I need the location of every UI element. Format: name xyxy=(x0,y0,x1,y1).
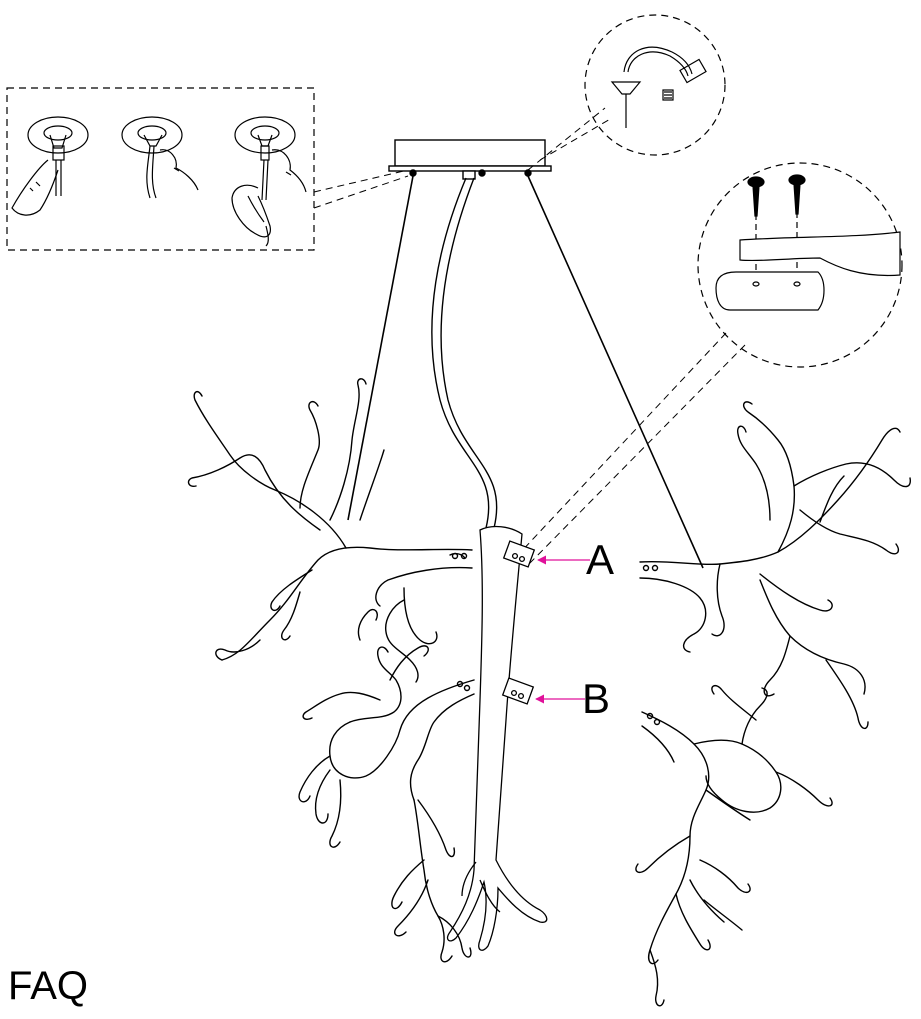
power-cord xyxy=(431,177,498,529)
clamp-leader-lines xyxy=(527,107,613,171)
screw-bracket-detail xyxy=(697,162,903,368)
bracket-leader-lines xyxy=(517,332,746,566)
bracket-b xyxy=(501,677,535,705)
branch-lower-right xyxy=(635,684,833,1007)
canopy-step-2-icon xyxy=(121,116,199,199)
left-suspension-wire xyxy=(347,175,414,521)
central-trunk xyxy=(446,525,548,951)
label-a: A xyxy=(586,536,614,583)
canopy-install-detail xyxy=(6,87,315,251)
canopy-step-3-icon xyxy=(231,116,307,247)
bracket-a xyxy=(502,540,536,568)
screw-bracket-detail-icon xyxy=(715,174,901,311)
callout-b: B xyxy=(535,675,610,722)
ceiling-canopy xyxy=(388,139,552,180)
suspension-wires xyxy=(347,175,704,569)
branch-lower-left xyxy=(298,608,475,963)
label-b: B xyxy=(582,675,610,722)
canopy-step-1-icon xyxy=(11,116,89,216)
faq-heading[interactable]: FAQ xyxy=(8,964,89,1008)
branch-upper-left xyxy=(187,378,473,683)
callout-a: A xyxy=(537,536,614,583)
cable-clamp-detail xyxy=(584,14,726,156)
cable-clamp-detail-icon xyxy=(610,46,707,128)
right-suspension-wire xyxy=(527,175,704,569)
branch-upper-right xyxy=(639,401,911,729)
trunk-brackets xyxy=(501,540,536,705)
canopy-leader-lines xyxy=(313,169,409,209)
